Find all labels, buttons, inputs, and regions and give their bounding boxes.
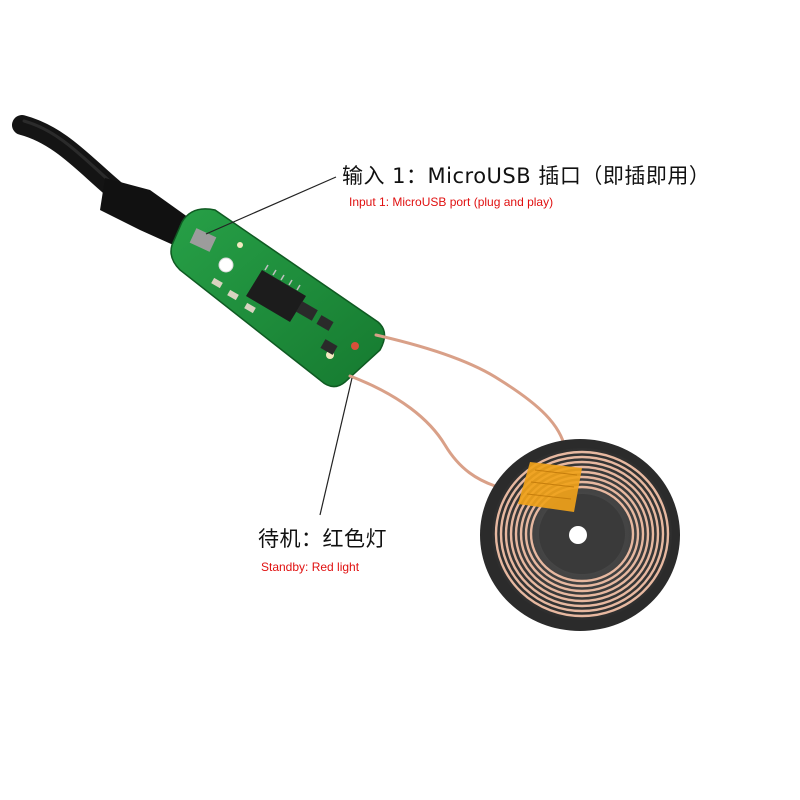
standby-label-cn: 待机：红色灯: [258, 527, 387, 551]
input-label-en: Input 1: MicroUSB port (plug and play): [349, 195, 554, 209]
standby-led: [351, 342, 359, 350]
ic-chip: [246, 264, 306, 322]
standby-leader-line: [319, 377, 353, 516]
charging-coil: [480, 439, 680, 631]
input-label-cn: 输入 1：MicroUSB 插口（即插即用）: [342, 164, 711, 188]
standby-label-en: Standby: Red light: [261, 560, 360, 574]
pcb-board: [170, 208, 386, 388]
flex-tape: [518, 462, 582, 512]
usb-cable: [12, 115, 200, 248]
input-leader-line: [205, 176, 337, 235]
